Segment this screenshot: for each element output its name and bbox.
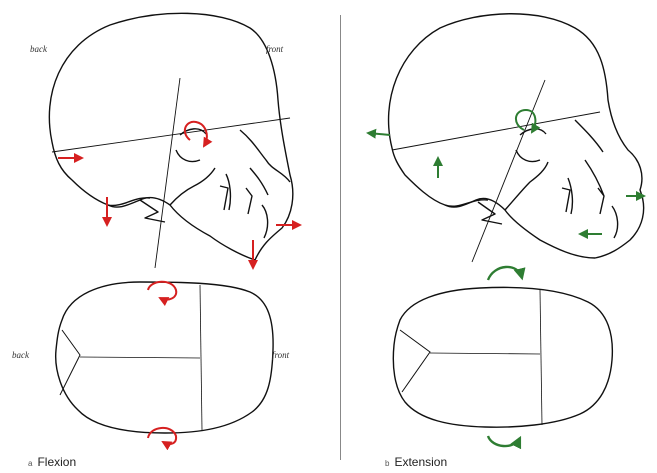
extension-face-contour — [562, 120, 618, 238]
extension-coronal-suture — [540, 290, 542, 425]
flexion-face-contour — [220, 130, 290, 238]
flexion-superior-arrows — [148, 282, 176, 444]
flexion-lambdoid-suture — [60, 330, 80, 395]
flexion-rotation-arrow-bottom — [148, 428, 176, 444]
extension-sphenoid-contour — [516, 129, 546, 162]
extension-rotation-arrow-bottom — [488, 436, 520, 446]
extension-cranium-outline — [389, 14, 644, 258]
extension-vertical-axis — [472, 80, 545, 262]
extension-superior-skull — [393, 287, 612, 427]
flexion-skull-base — [108, 168, 215, 222]
flexion-rotation-arrow-sphenoid — [185, 122, 207, 146]
extension-horizontal-axis — [392, 112, 600, 150]
extension-superior-arrows — [488, 267, 522, 446]
flexion-caption-letter: a — [28, 459, 32, 468]
flexion-front-label-bottom: front — [272, 350, 289, 360]
extension-rotation-arrow-top — [488, 267, 522, 280]
extension-sagittal-suture — [430, 353, 540, 354]
flexion-cranium-outline — [49, 13, 292, 260]
extension-lateral-skull — [389, 14, 644, 262]
extension-caption-letter: b — [385, 459, 389, 468]
flexion-lateral-skull — [49, 13, 292, 268]
flexion-sphenoid-contour — [176, 129, 206, 162]
extension-arrows — [368, 110, 644, 234]
flexion-sagittal-suture — [80, 357, 200, 358]
flexion-back-label-bottom: back — [12, 350, 29, 360]
extension-lambdoid-suture — [400, 330, 430, 392]
flexion-rotation-arrow-top — [148, 282, 176, 300]
extension-caption: b Extension — [385, 455, 447, 469]
flexion-front-label-top: front — [266, 44, 283, 54]
extension-skull-base — [445, 162, 548, 224]
flexion-superior-skull — [56, 282, 273, 433]
flexion-caption-text: Flexion — [37, 455, 76, 469]
flexion-vertical-axis — [155, 78, 180, 268]
flexion-caption: a Flexion — [28, 455, 76, 469]
extension-arrow-occiput-back — [368, 133, 390, 135]
extension-caption-text: Extension — [394, 455, 447, 469]
flexion-coronal-suture — [200, 285, 202, 430]
flexion-back-label-top: back — [30, 44, 47, 54]
